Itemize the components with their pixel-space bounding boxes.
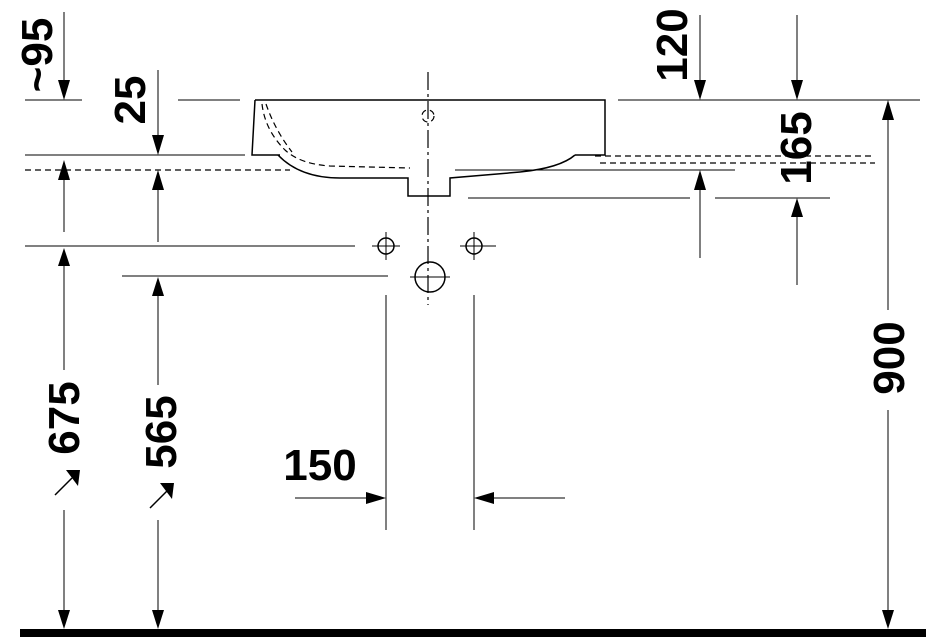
- label-approx-depth: ~95: [13, 18, 62, 93]
- label-rim-thickness: 25: [106, 76, 155, 125]
- reference-arrow-right: [149, 483, 174, 509]
- basin: [251, 99, 606, 197]
- dimension-tap-offset: [694, 15, 803, 100]
- supply-hole-right: [460, 232, 496, 260]
- waste-outlet: [410, 261, 450, 293]
- label-tap-offset: 120: [648, 8, 697, 81]
- dimension-supply-height: [152, 277, 164, 629]
- dimension-rim-thickness: [152, 70, 164, 242]
- label-bowl-height: 165: [772, 111, 821, 184]
- dimension-total-height: [882, 100, 894, 629]
- label-waste-height: 675: [40, 381, 89, 454]
- floor-line: [20, 629, 926, 637]
- label-supply-spacing: 150: [283, 441, 356, 490]
- dimension-waste-height: [58, 160, 70, 629]
- hidden-lines: [25, 155, 875, 171]
- label-supply-height: 565: [137, 395, 186, 468]
- extension-lines: [25, 99, 920, 530]
- reference-arrow-left: [54, 470, 80, 496]
- supply-hole-left: [372, 232, 400, 260]
- dimension-approx-depth: [58, 12, 70, 100]
- dimension-bowl-height: [694, 170, 803, 285]
- dimension-supply-spacing: [295, 492, 565, 504]
- label-total-height: 900: [865, 321, 914, 394]
